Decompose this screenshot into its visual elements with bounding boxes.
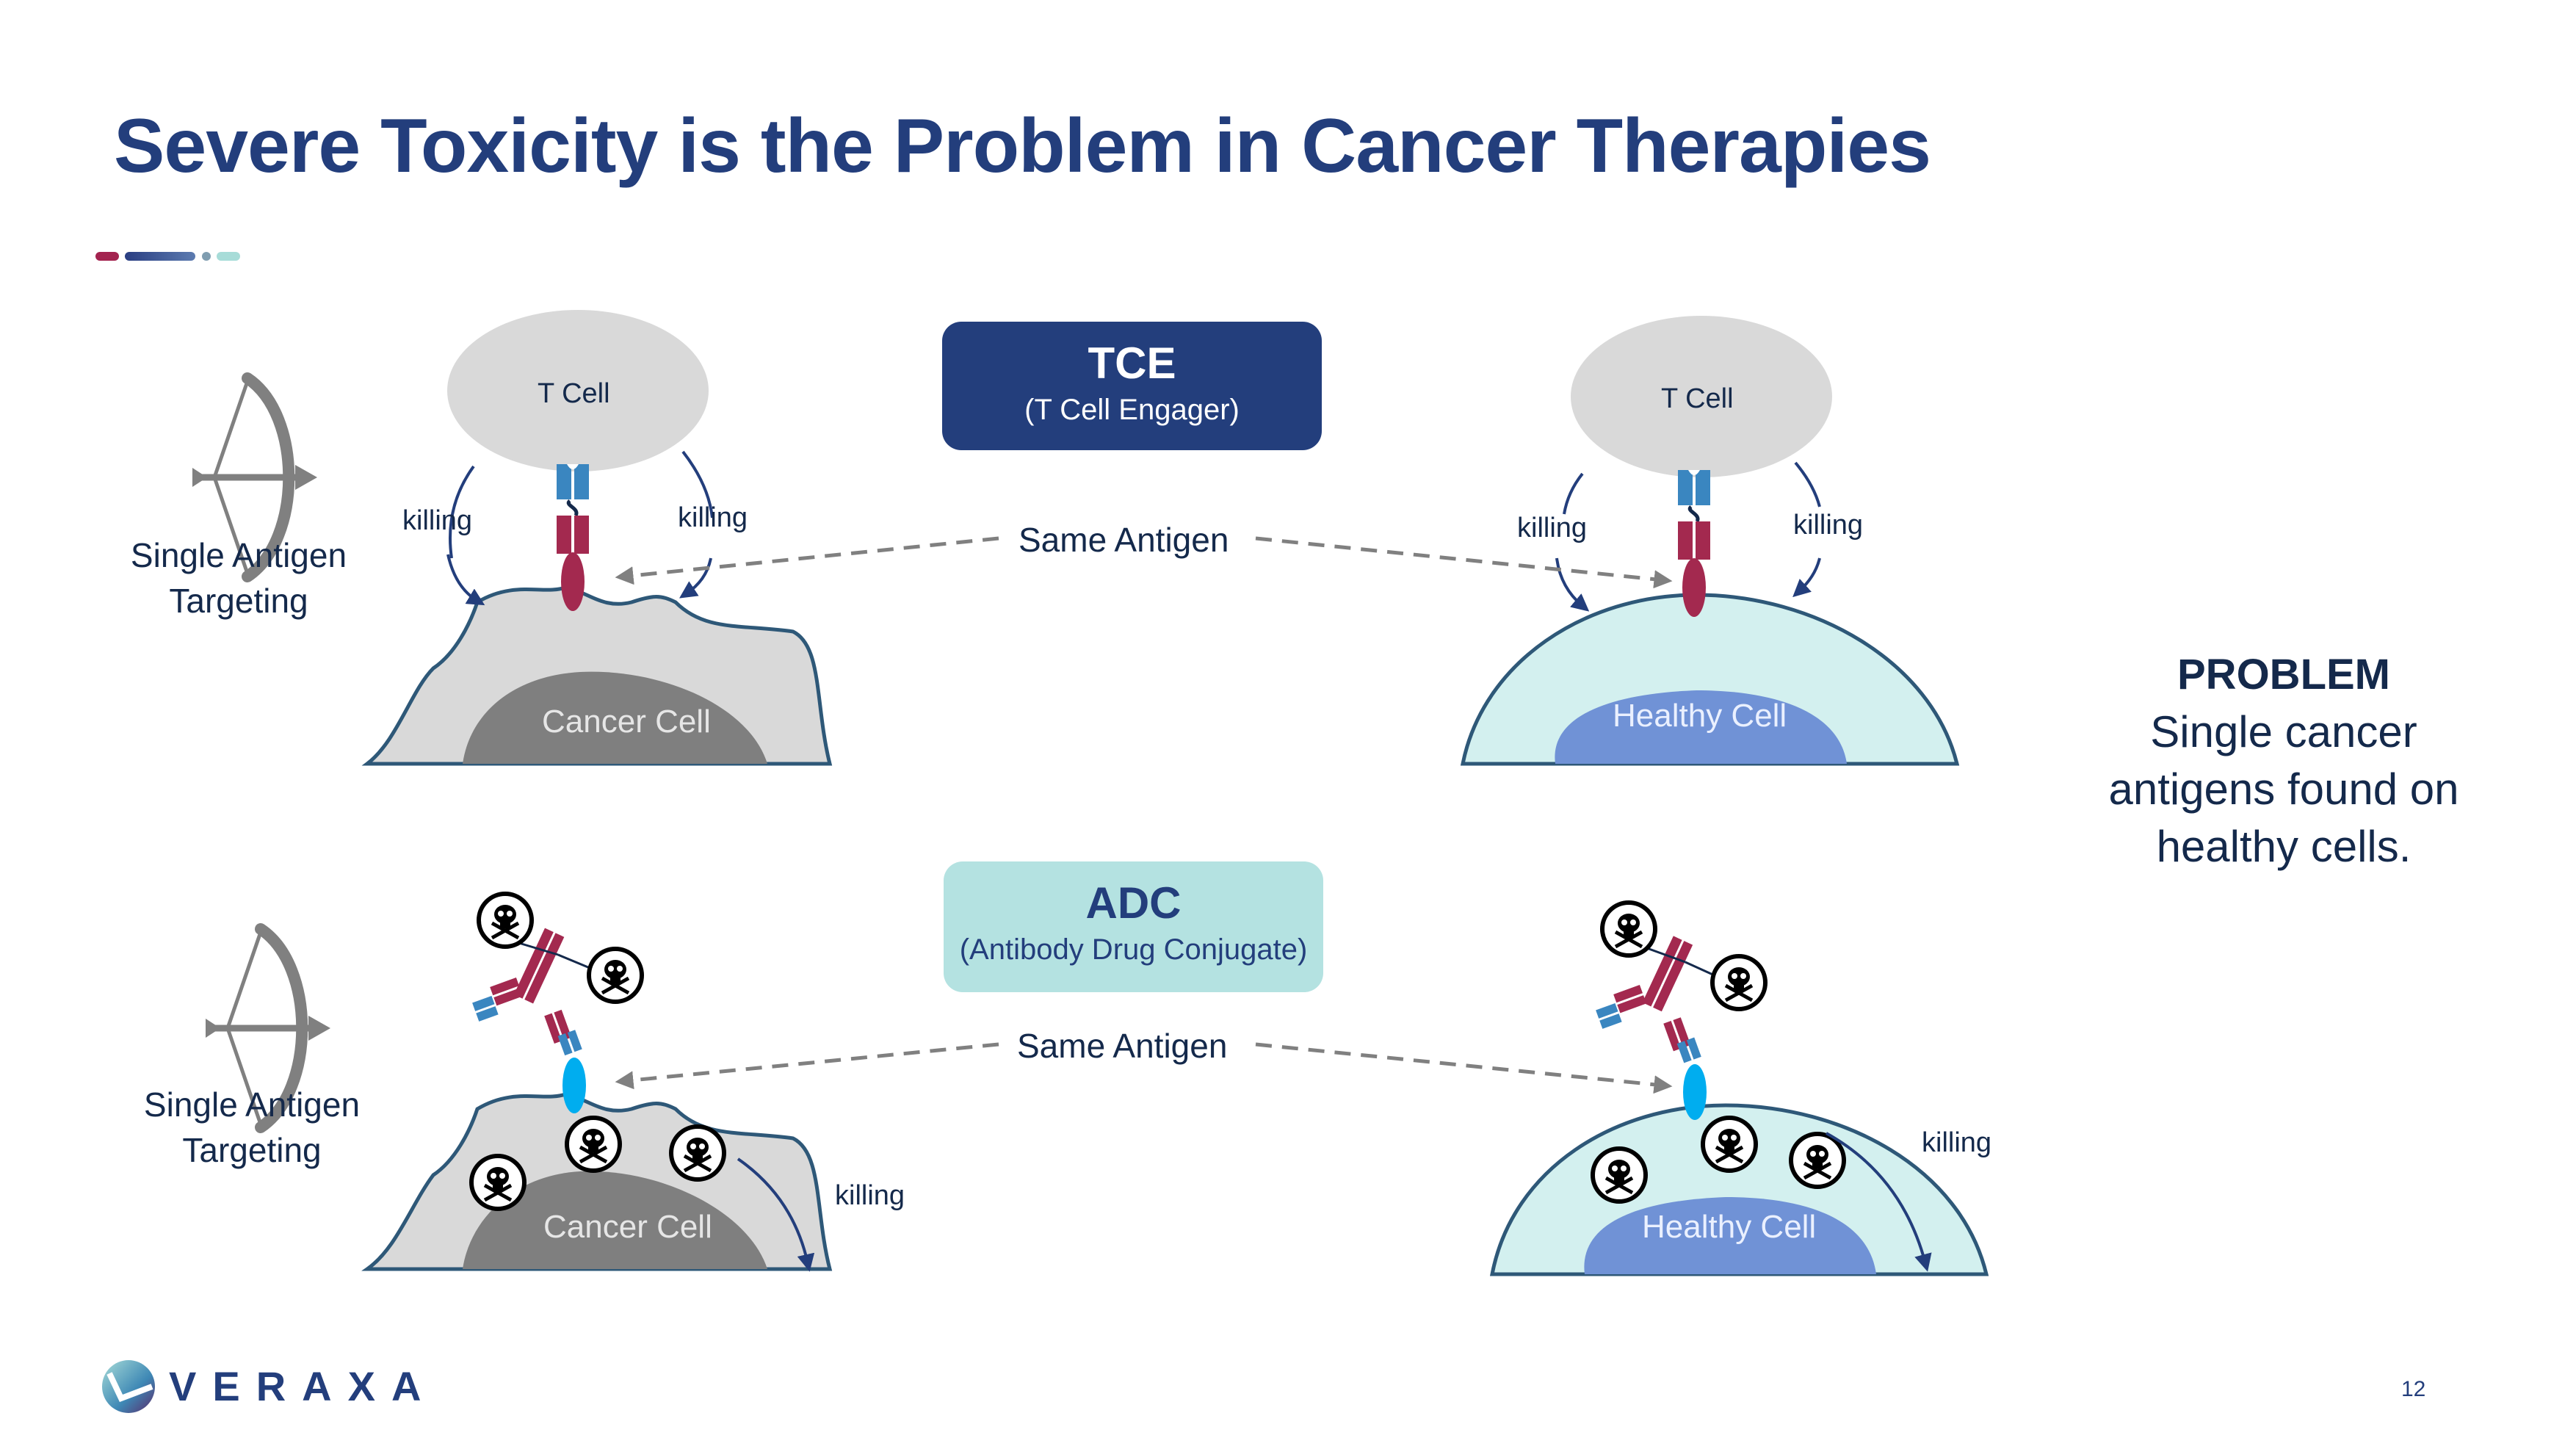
veraxa-logo-icon <box>102 1360 155 1413</box>
cancer-cell-label-adc: Cancer Cell <box>543 1209 712 1245</box>
page-number: 12 <box>2401 1377 2426 1401</box>
cancer-cell-label: Cancer Cell <box>542 704 711 740</box>
veraxa-logo-text: VERAXA <box>169 1363 438 1409</box>
killing-arrow-left-healthy <box>1555 557 1590 612</box>
t-cell-tce-healthy <box>1571 316 1832 477</box>
killing-arc-right-top <box>681 450 714 518</box>
killing-arrow-left <box>446 554 485 606</box>
t-cell-tce-cancer <box>447 310 709 471</box>
healthy-cell-tce <box>1460 593 1960 766</box>
adc-antibody-cancer <box>472 928 603 1113</box>
skull-crossbones-icon <box>1791 1134 1844 1187</box>
problem-statement: PROBLEM Single cancer antigens found on … <box>2071 646 2497 875</box>
healthy-cell-label-adc: Healthy Cell <box>1642 1209 1817 1245</box>
cancer-cell-tce <box>361 585 833 766</box>
killing-label-adc-cancer: killing <box>835 1180 905 1211</box>
t-cell-label-cancer: T Cell <box>538 378 610 409</box>
dashed-arrow-left-tce <box>615 536 999 585</box>
killing-arrow-adc-cancer <box>737 1157 815 1272</box>
tce-targeting-label: Single Antigen Targeting <box>130 536 347 620</box>
killing-label-adc-healthy: killing <box>1922 1127 1992 1158</box>
dashed-arrow-left-adc <box>615 1042 999 1090</box>
killing-arrow-adc-healthy <box>1826 1132 1932 1272</box>
tce-box: TCE (T Cell Engager) <box>942 322 1322 450</box>
same-antigen-label-adc: Same Antigen <box>1017 1027 1228 1065</box>
tce-antibody-cancer <box>557 464 589 611</box>
t-cell-label-healthy: T Cell <box>1661 383 1734 414</box>
skull-crossbones-icon <box>1602 903 1655 955</box>
killing-label-left: killing <box>402 505 473 536</box>
skull-crossbones-icon <box>671 1127 724 1179</box>
killing-label-right: killing <box>678 502 748 533</box>
adc-box: ADC (Antibody Drug Conjugate) <box>944 861 1323 992</box>
adc-targeting-label: Single Antigen Targeting <box>143 1085 361 1169</box>
healthy-cell-label: Healthy Cell <box>1613 698 1787 734</box>
killing-label-left-healthy: killing <box>1517 513 1588 543</box>
skull-crossbones-icon <box>567 1118 620 1171</box>
skull-crossbones-icon <box>471 1156 524 1209</box>
same-antigen-label-tce: Same Antigen <box>1019 521 1229 559</box>
accent-bar <box>95 252 242 262</box>
skull-crossbones-icon <box>1712 956 1765 1009</box>
killing-arrow-right-healthy <box>1792 557 1821 598</box>
killing-label-right-healthy: killing <box>1793 510 1864 541</box>
killing-arc-left-top <box>449 465 475 559</box>
slide-title: Severe Toxicity is the Problem in Cancer… <box>114 104 1931 189</box>
adc-antibody-healthy <box>1596 936 1726 1120</box>
skull-crossbones-icon <box>479 894 532 947</box>
dashed-arrow-right-adc <box>1255 1042 1673 1094</box>
killing-arrow-right <box>679 557 712 599</box>
tce-antibody-healthy <box>1678 470 1710 617</box>
skull-crossbones-icon <box>1593 1149 1646 1202</box>
skull-crossbones-icon <box>1703 1118 1756 1171</box>
skull-crossbones-icon <box>589 949 642 1002</box>
dashed-arrow-right-tce <box>1255 536 1673 589</box>
problem-heading: PROBLEM <box>2177 651 2390 698</box>
